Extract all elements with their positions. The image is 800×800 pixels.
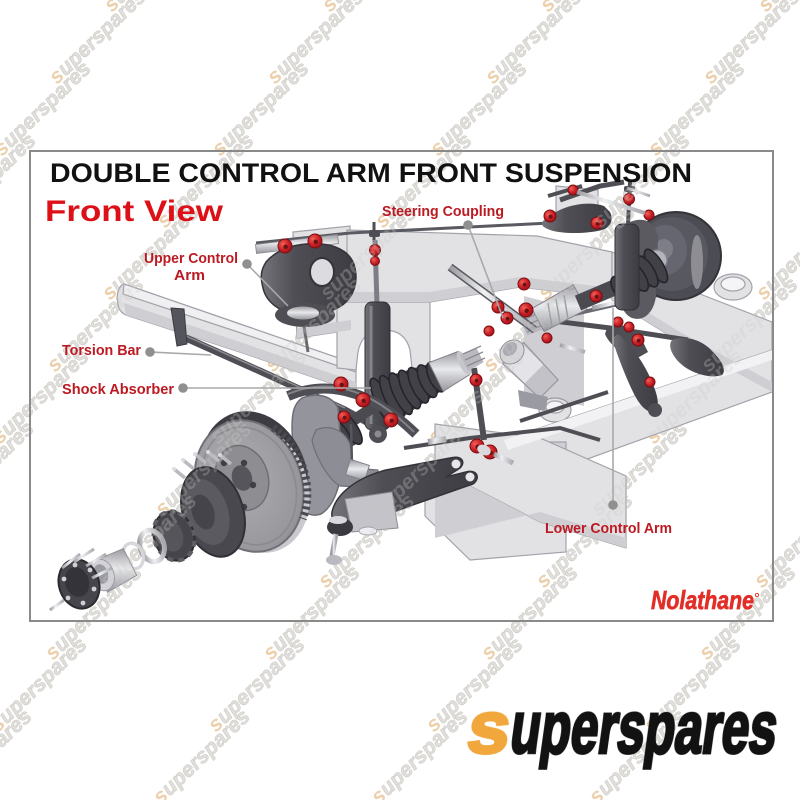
- svg-text:Upper Control: Upper Control: [144, 250, 238, 267]
- svg-text:uperspares: uperspares: [506, 688, 783, 769]
- svg-text:Front View: Front View: [45, 195, 224, 228]
- svg-text:Torsion Bar: Torsion Bar: [62, 342, 141, 359]
- svg-text:Lower Control Arm: Lower Control Arm: [545, 520, 672, 537]
- svg-text:Steering Coupling: Steering Coupling: [382, 203, 504, 220]
- svg-text:Shock Absorber: Shock Absorber: [62, 381, 174, 398]
- svg-text:Nolathane: Nolathane: [651, 585, 754, 615]
- svg-text:DOUBLE CONTROL ARM FRONT SUSPE: DOUBLE CONTROL ARM FRONT SUSPENSION: [50, 158, 692, 188]
- svg-text:Arm: Arm: [174, 267, 205, 284]
